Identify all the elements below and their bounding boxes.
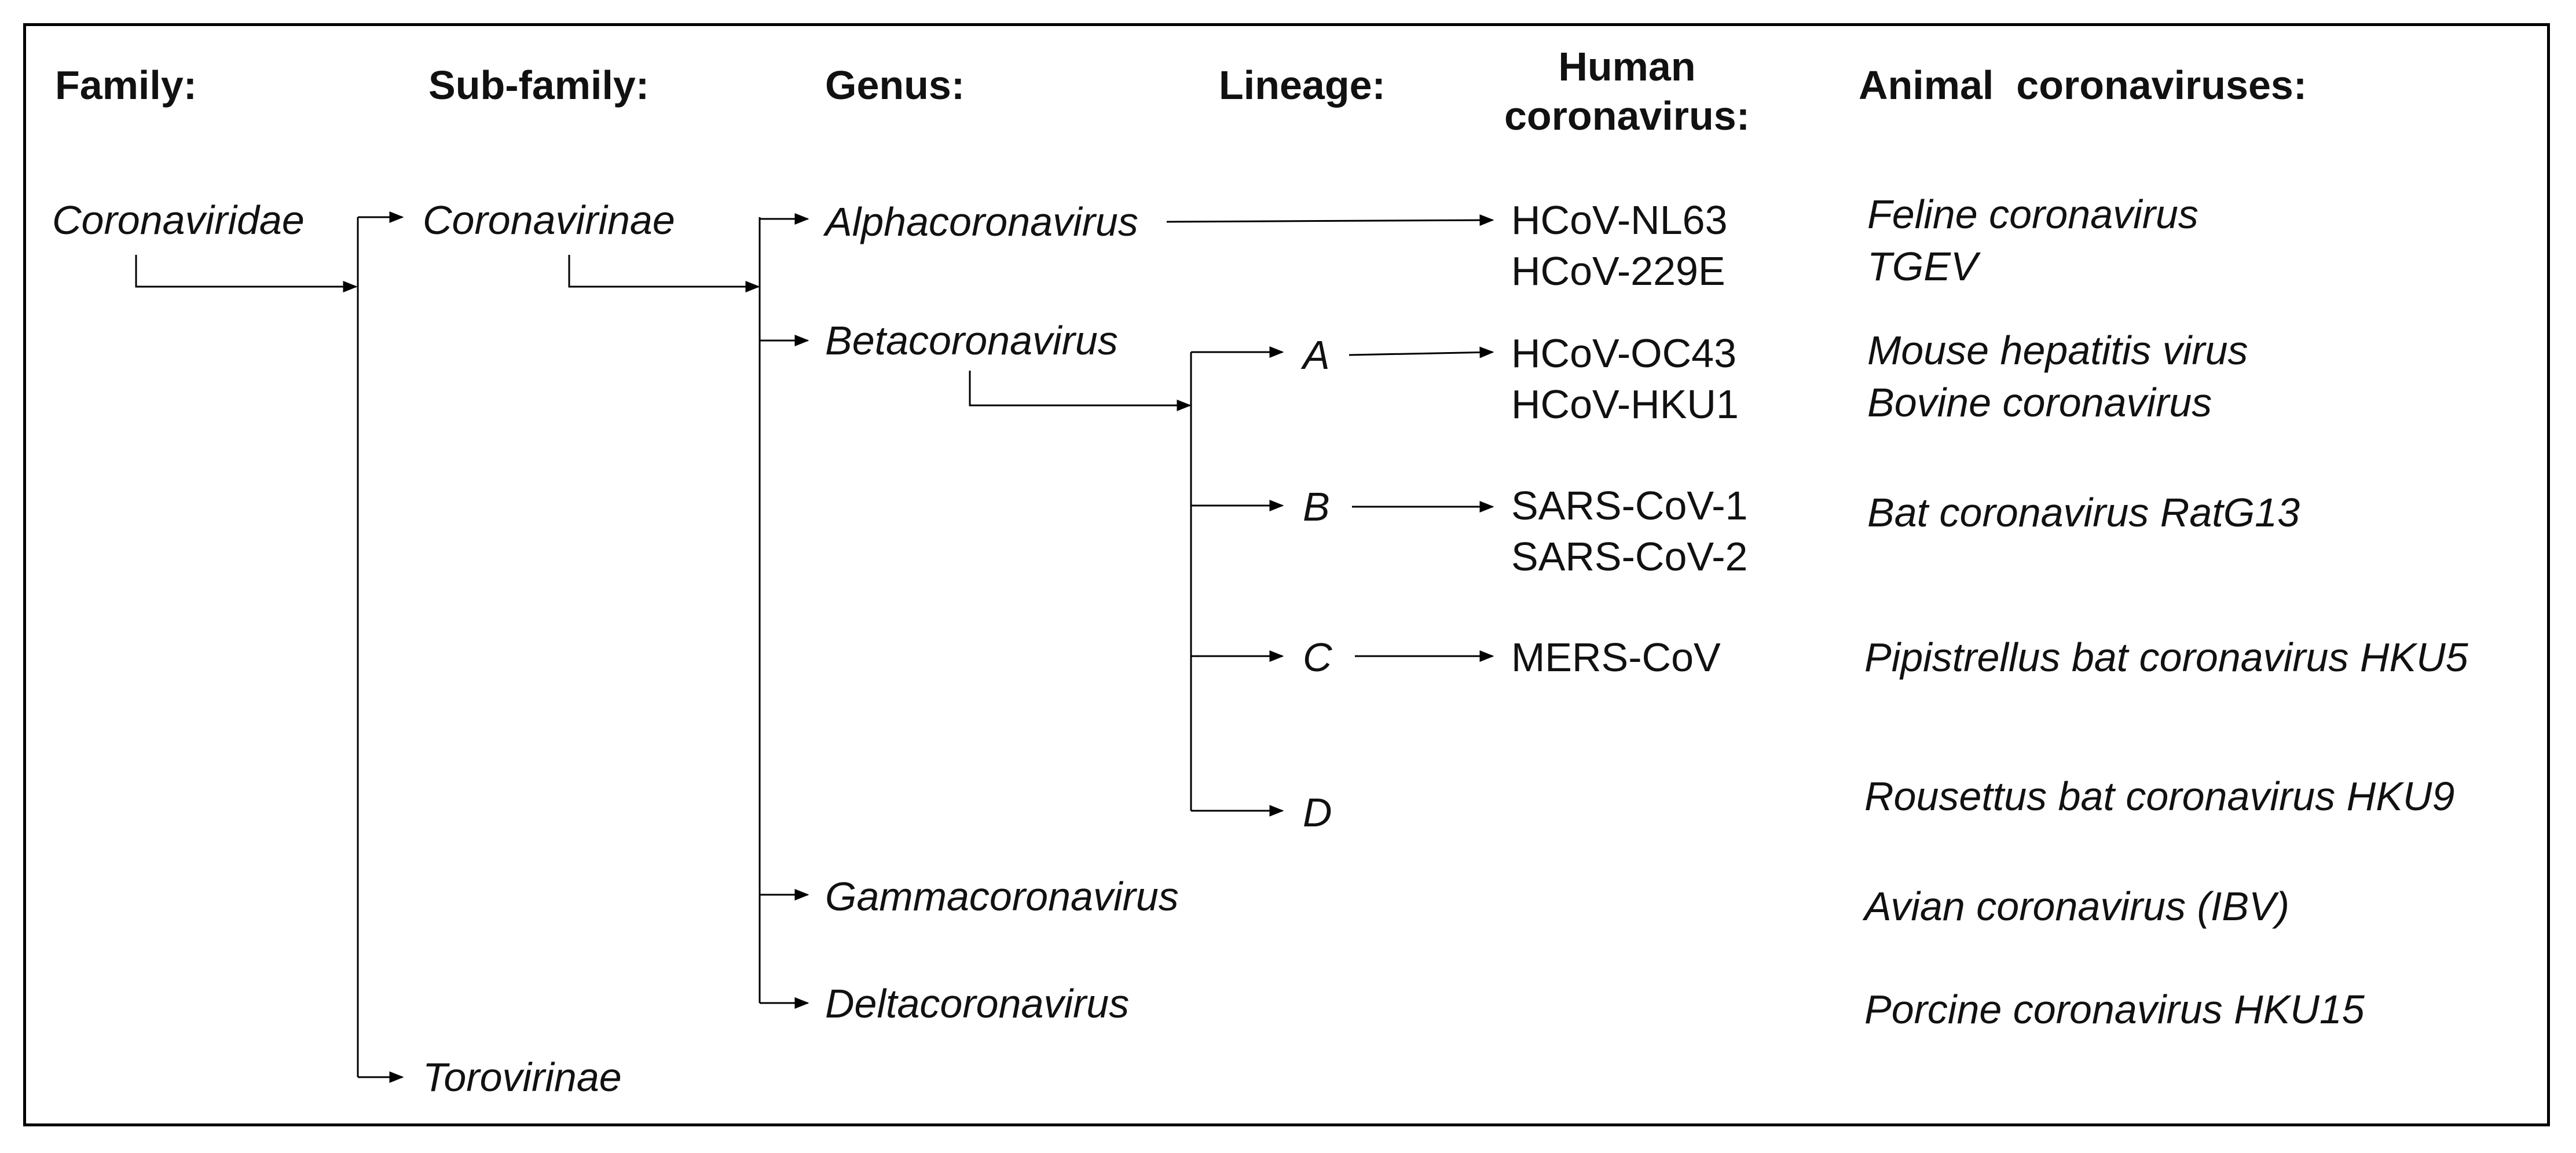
header-genus: Genus: [825, 63, 965, 108]
genus-alphacoronavirus: Alphacoronavirus [825, 199, 1138, 244]
animal-avian-coronavirus-ibv: Avian coronavirus (IBV) [1864, 884, 2290, 929]
lineage-a: A [1303, 332, 1330, 378]
human-sars-cov-1: SARS-CoV-1 [1511, 483, 1748, 528]
human-hcov-oc43: HCoV-OC43 [1511, 331, 1737, 376]
lineage-b: B [1303, 484, 1330, 529]
animal-mouse-hepatitis-virus: Mouse hepatitis virus [1867, 328, 2248, 373]
connector-beta [969, 371, 1192, 411]
human-mers-cov: MERS-CoV [1511, 635, 1721, 680]
human-sars-cov-2: SARS-CoV-2 [1511, 534, 1748, 579]
header-animal: Animal coronaviruses: [1859, 63, 2307, 108]
animal-bat-coronavirus-ratg13: Bat coronavirus RatG13 [1867, 490, 2300, 535]
genus-betacoronavirus: Betacoronavirus [825, 318, 1118, 363]
arrow-alpha-human [1166, 214, 1494, 226]
genus-gammacoronavirus: Gammacoronavirus [825, 874, 1179, 919]
diagram-frame [23, 23, 2550, 1126]
lineage-d: D [1303, 790, 1332, 835]
family-coronaviridae: Coronaviridae [52, 197, 305, 243]
lineage-c: C [1303, 635, 1332, 680]
animal-tgev: TGEV [1867, 244, 1978, 289]
connector-coronavirinae [568, 255, 760, 292]
header-human-line2: coronavirus: [1504, 93, 1750, 138]
animal-bovine-coronavirus: Bovine coronavirus [1867, 380, 2212, 425]
human-hcov-nl63: HCoV-NL63 [1511, 197, 1728, 243]
animal-pipistrellus-bat-coronavirus-hku5: Pipistrellus bat coronavirus HKU5 [1864, 635, 2468, 680]
subfamily-torovirinae: Torovirinae [423, 1055, 622, 1100]
animal-feline-coronavirus: Feline coronavirus [1867, 192, 2198, 237]
human-hcov-hku1: HCoV-HKU1 [1511, 382, 1739, 427]
header-human-line1: Human [1558, 44, 1696, 89]
header-lineage: Lineage: [1219, 63, 1386, 108]
header-subfamily: Sub-family: [428, 63, 650, 108]
connector-family [135, 255, 358, 292]
arrow-a-human [1349, 346, 1494, 358]
genus-deltacoronavirus: Deltacoronavirus [825, 981, 1130, 1026]
subfamily-coronavirinae: Coronavirinae [423, 197, 675, 243]
human-hcov-229e: HCoV-229E [1511, 248, 1725, 294]
animal-rousettus-bat-coronavirus-hku9: Rousettus bat coronavirus HKU9 [1864, 774, 2455, 819]
animal-porcine-coronavirus-hku15: Porcine coronavirus HKU15 [1864, 987, 2365, 1032]
header-family: Family: [55, 63, 197, 108]
